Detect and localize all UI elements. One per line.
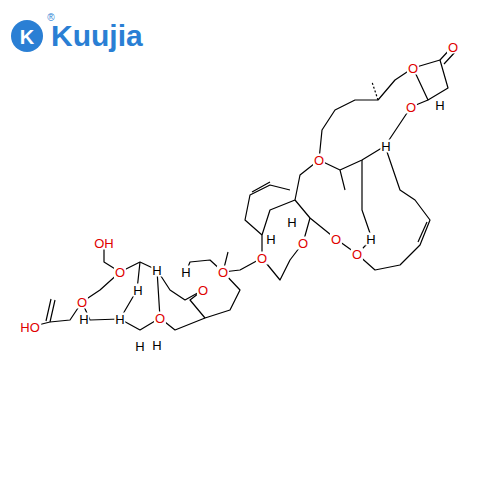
atom-label: O — [114, 266, 126, 279]
atom-label: O — [297, 237, 309, 250]
atom-label: H — [365, 233, 376, 246]
atom-label: O — [154, 312, 166, 325]
atom-label: O — [76, 296, 88, 309]
atom-label: H — [151, 339, 162, 352]
atom-label: H — [265, 233, 276, 246]
atom-label: H — [78, 313, 89, 326]
logo-circle — [11, 20, 43, 52]
atom-label: O — [217, 266, 229, 279]
atom-label: H — [286, 216, 297, 229]
atom-label: O — [197, 284, 209, 297]
atom-label: O — [330, 233, 342, 246]
atom-label: H — [114, 313, 125, 326]
atom-label: O — [256, 252, 268, 265]
atom-label: O — [351, 248, 363, 261]
atom-label: H — [180, 266, 191, 279]
atom-label: H — [380, 140, 391, 153]
atom-label: O — [405, 101, 417, 114]
atom-label: H — [151, 264, 162, 277]
logo-text: Kuujia — [50, 21, 144, 51]
atom-label: OH — [93, 237, 115, 250]
atom-label: O — [447, 41, 459, 54]
atom-label: H — [134, 340, 145, 353]
atom-label: O — [313, 154, 325, 167]
atom-label: O — [407, 62, 419, 75]
logo-text: K — [19, 27, 35, 47]
atom-label: H — [132, 284, 143, 297]
atom-label: H — [434, 99, 445, 112]
atom-label: HO — [19, 321, 41, 334]
